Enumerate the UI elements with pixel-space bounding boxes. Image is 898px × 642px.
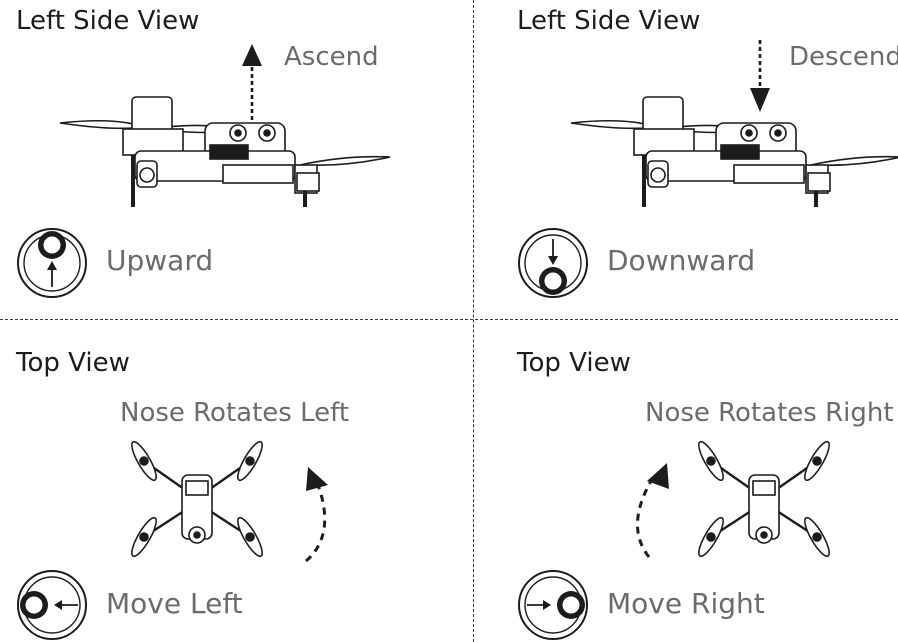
control-stick-icon	[17, 570, 87, 640]
panel-title: Top View	[517, 348, 631, 378]
control-stick-icon	[518, 228, 588, 298]
stick-direction-label: Upward	[106, 244, 214, 277]
panel-ascend: Left Side View Ascend	[0, 0, 449, 321]
panel-title: Top View	[16, 348, 130, 378]
panel-descend: Left Side View Descend	[449, 0, 898, 321]
motion-annotation: Nose Rotates Left	[120, 398, 350, 428]
control-stick-icon	[17, 228, 87, 298]
panel-title: Left Side View	[16, 6, 200, 36]
descend-arrow-icon	[750, 40, 770, 112]
drone-side-view-icon	[59, 96, 391, 207]
vertical-divider	[473, 0, 474, 642]
horizontal-divider	[0, 319, 898, 320]
panel-rotate-left: Top View Nose Rotates Left	[0, 321, 449, 642]
stick-direction-label: Downward	[607, 244, 756, 277]
ascend-arrow-icon	[242, 44, 262, 120]
stick-direction-label: Move Right	[607, 587, 765, 620]
panel-rotate-right: Top View Nose Rotates Right	[449, 321, 898, 642]
rotate-left-arrow-icon	[305, 467, 328, 563]
drone-top-view-icon	[131, 440, 263, 558]
motion-annotation: Descend	[789, 42, 898, 72]
control-stick-icon	[518, 570, 588, 640]
motion-annotation: Ascend	[284, 42, 379, 72]
panel-title: Left Side View	[517, 6, 701, 36]
drone-side-view-icon	[570, 96, 898, 207]
motion-annotation: Nose Rotates Right	[645, 398, 894, 428]
stick-direction-label: Move Left	[106, 587, 243, 620]
rotate-right-arrow-icon	[636, 463, 669, 558]
drone-top-view-icon	[698, 440, 830, 558]
